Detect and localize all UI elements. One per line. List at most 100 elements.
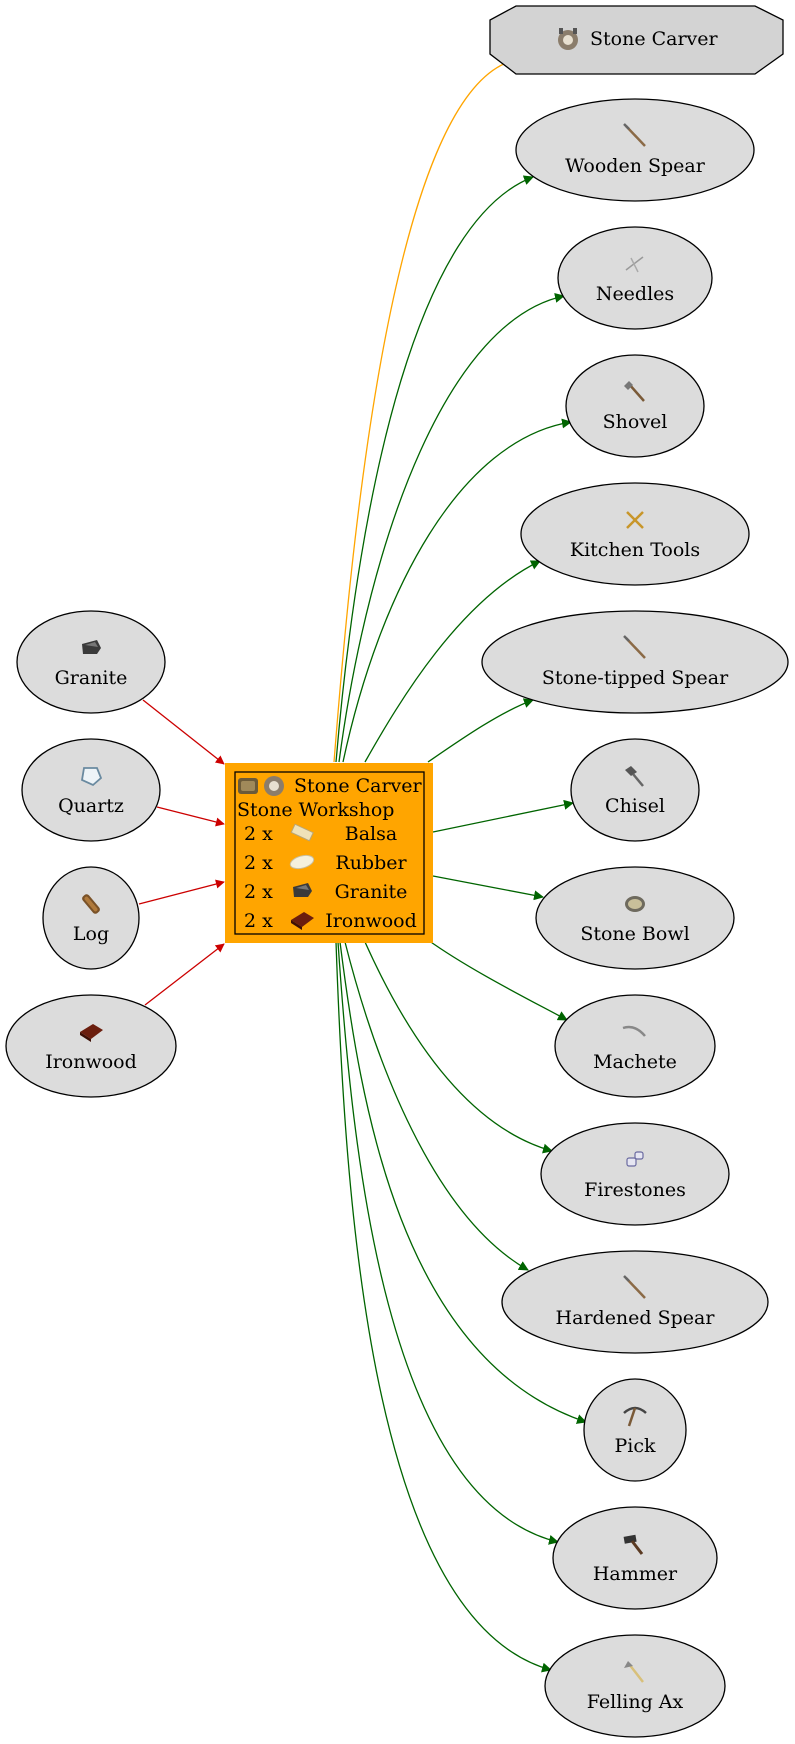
input-node-label: Ironwood bbox=[45, 1051, 137, 1073]
output-edge bbox=[432, 799, 574, 833]
input-node-shape bbox=[42, 866, 140, 970]
svg-text:2 x: 2 x bbox=[244, 910, 273, 932]
output-node[interactable]: Machete bbox=[554, 994, 716, 1098]
stone-workshop-icon bbox=[238, 778, 258, 794]
input-node[interactable]: Log bbox=[42, 866, 140, 970]
input-node-label: Log bbox=[73, 923, 109, 945]
input-node-label: Granite bbox=[55, 667, 128, 689]
input-node-label: Quartz bbox=[58, 795, 124, 817]
output-node[interactable]: Pick bbox=[583, 1378, 687, 1482]
output-node-label: Felling Ax bbox=[587, 1691, 684, 1713]
input-edge bbox=[144, 943, 225, 1006]
output-node-label: Hardened Spear bbox=[556, 1307, 716, 1329]
output-node[interactable]: Firestones bbox=[540, 1122, 730, 1226]
balsa-icon bbox=[290, 823, 314, 842]
svg-text:2 x: 2 x bbox=[244, 823, 273, 845]
output-node-label: Shovel bbox=[603, 411, 668, 433]
input-node[interactable]: Granite bbox=[16, 610, 166, 714]
output-node-shape bbox=[557, 226, 713, 330]
output-node-label: Stone-tipped Spear bbox=[542, 667, 729, 689]
input-node-shape bbox=[21, 738, 161, 842]
spear-icon bbox=[623, 635, 646, 659]
output-node-label: Chisel bbox=[605, 795, 665, 817]
output-node-shape bbox=[520, 482, 750, 586]
output-node[interactable]: Needles bbox=[557, 226, 713, 330]
ironwood-icon bbox=[80, 1024, 103, 1042]
svg-text:Ironwood: Ironwood bbox=[325, 910, 417, 932]
granite-icon bbox=[293, 883, 312, 897]
svg-text:Granite: Granite bbox=[335, 881, 408, 903]
pick-icon bbox=[623, 1406, 647, 1427]
output-node-label: Machete bbox=[593, 1051, 677, 1073]
output-node-shape bbox=[481, 610, 789, 714]
output-edge bbox=[432, 875, 544, 901]
hammer-icon bbox=[623, 1534, 644, 1555]
output-node[interactable]: Kitchen Tools bbox=[520, 482, 750, 586]
output-edge bbox=[335, 941, 552, 1673]
output-edge bbox=[427, 698, 534, 763]
output-edge bbox=[335, 175, 534, 763]
needles-icon bbox=[625, 256, 644, 273]
input-node[interactable]: Quartz bbox=[21, 738, 161, 842]
input-node-shape bbox=[5, 994, 177, 1098]
granite-icon bbox=[82, 640, 101, 654]
axe-icon bbox=[624, 1661, 644, 1683]
output-edge bbox=[339, 941, 587, 1424]
input-edge bbox=[138, 879, 225, 905]
log-icon bbox=[82, 894, 100, 914]
output-node[interactable]: Stone-tipped Spear bbox=[481, 610, 789, 714]
output-node-shape bbox=[554, 994, 716, 1098]
recipe-node[interactable]: Stone Carver Stone Workshop 2 x Balsa 2 … bbox=[225, 763, 433, 943]
output-node-shape bbox=[501, 1250, 769, 1354]
output-node-shape bbox=[583, 1378, 687, 1482]
edges bbox=[138, 59, 587, 1673]
output-edge bbox=[427, 939, 568, 1021]
output-node[interactable]: Wooden Spear bbox=[515, 98, 755, 202]
station-node[interactable]: Stone Carver bbox=[489, 5, 784, 75]
svg-text:2 x: 2 x bbox=[244, 852, 273, 874]
output-node-label: Kitchen Tools bbox=[570, 539, 700, 561]
output-node[interactable]: Shovel bbox=[565, 354, 705, 458]
output-node-label: Stone Bowl bbox=[580, 923, 689, 945]
output-edge bbox=[364, 560, 541, 763]
output-edge bbox=[344, 941, 529, 1271]
output-edge bbox=[364, 941, 553, 1154]
ingredient-row: 2 x Rubber bbox=[244, 852, 408, 874]
output-node[interactable]: Stone Bowl bbox=[535, 866, 735, 970]
bowl-icon bbox=[625, 896, 645, 912]
output-node-shape bbox=[570, 738, 700, 842]
ingredient-row: 2 x Ironwood bbox=[244, 910, 417, 932]
svg-text:Balsa: Balsa bbox=[345, 823, 397, 845]
stone-carver-icon bbox=[264, 776, 284, 796]
output-edge bbox=[338, 292, 565, 763]
svg-text:Rubber: Rubber bbox=[335, 852, 407, 874]
input-node[interactable]: Ironwood bbox=[5, 994, 177, 1098]
firestones-icon bbox=[626, 1151, 644, 1167]
output-node-label: Pick bbox=[614, 1435, 656, 1457]
output-node-shape bbox=[535, 866, 735, 970]
input-edge bbox=[142, 699, 225, 765]
svg-text:2 x: 2 x bbox=[244, 881, 273, 903]
kitchen-tools-icon bbox=[626, 511, 644, 529]
recipe-subtitle: Stone Workshop bbox=[237, 799, 394, 821]
output-node-label: Firestones bbox=[584, 1179, 686, 1201]
input-edge bbox=[156, 806, 225, 827]
output-node-label: Hammer bbox=[593, 1563, 678, 1585]
station-edge bbox=[333, 59, 516, 763]
output-node[interactable]: Felling Ax bbox=[544, 1634, 726, 1738]
ironwood-icon bbox=[291, 912, 314, 930]
recipe-title: Stone Carver bbox=[294, 775, 423, 797]
output-node[interactable]: Chisel bbox=[570, 738, 700, 842]
output-node-shape bbox=[540, 1122, 730, 1226]
output-node[interactable]: Hammer bbox=[552, 1506, 718, 1610]
output-node-shape bbox=[515, 98, 755, 202]
output-edge bbox=[342, 418, 572, 763]
input-node-shape bbox=[16, 610, 166, 714]
output-edge bbox=[337, 941, 559, 1545]
shovel-icon bbox=[624, 381, 645, 402]
output-node-label: Needles bbox=[596, 283, 674, 305]
output-node[interactable]: Hardened Spear bbox=[501, 1250, 769, 1354]
quartz-icon bbox=[80, 767, 103, 787]
